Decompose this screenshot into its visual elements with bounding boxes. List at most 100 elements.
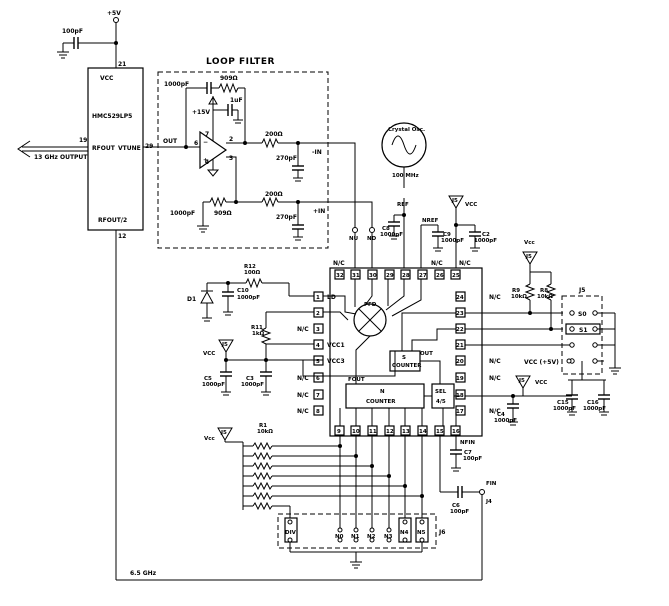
rfout2-label: RFOUT/2: [98, 217, 127, 224]
opamp-plus: +: [203, 157, 208, 164]
rf-output: 13 GHz OUTPUT: [17, 140, 88, 161]
c16-val: 1000pF: [583, 406, 606, 412]
pin-29: 29: [386, 273, 394, 279]
r11-val: 1kΩ: [252, 331, 264, 337]
pin-13: 13: [402, 429, 410, 435]
nc-right-17: N/C: [489, 408, 501, 415]
pin12-label: 12: [118, 233, 126, 240]
pin-31: 31: [352, 273, 360, 279]
c5-label: C5: [204, 376, 212, 382]
p5v-label: +5V: [107, 10, 121, 17]
pin-12: 12: [386, 429, 394, 435]
vcc-top-label: VCC: [465, 202, 477, 208]
pin-17: 17: [456, 409, 464, 415]
vco-supply: +5V 100pF 21: [57, 10, 126, 68]
nc-right-20: N/C: [489, 358, 501, 365]
pin-15: 15: [436, 429, 444, 435]
pin-32: 32: [336, 273, 344, 279]
cap-100pf-label: 100pF: [62, 28, 83, 35]
r909b-label: 909Ω: [214, 210, 232, 217]
r8-label: R8: [540, 288, 548, 294]
sel-label: SEL: [435, 389, 447, 395]
r200a-label: 200Ω: [265, 131, 283, 138]
pin-6: 6: [316, 376, 320, 382]
pin-8: 8: [316, 409, 320, 415]
j5-left-tag: J5: [221, 342, 228, 348]
c1uf-label: 1uF: [230, 97, 243, 104]
sel-ratio: 4/5: [436, 399, 446, 405]
r11-label: R11: [251, 325, 263, 331]
nu-label: NU: [349, 236, 358, 242]
c6-label: C6: [452, 503, 460, 509]
j6-n4: N4: [400, 530, 409, 536]
c8-val: 1000pF: [380, 232, 403, 238]
opamp-pin6: 6: [194, 140, 198, 147]
half-freq-line: 6.5 GHz: [115, 230, 483, 581]
j6-label: J6: [438, 529, 445, 536]
n-counter-1: N: [380, 389, 385, 395]
c2-val: 1000pF: [474, 238, 497, 244]
right-vcc-network: Vcc J5 R9 10kΩ R8 10kΩ: [465, 240, 572, 397]
plus-in-label: +IN: [313, 208, 325, 215]
c4-label: C4: [497, 412, 505, 418]
s-counter-2: COUNTER: [392, 363, 422, 369]
vco-part-label: HMC529LP5: [92, 113, 132, 120]
nu-nd-pins: NU ND: [328, 142, 377, 268]
nc-left-7: N/C: [297, 392, 309, 399]
ref-label: REF: [397, 202, 409, 208]
vcc1-label: VCC1: [327, 342, 345, 349]
rfout-label: RFOUT: [92, 145, 116, 152]
pin-5: 5: [316, 359, 320, 365]
vcc-left-supply: J5 VCC C5 1000pF C3 1000pF R11 1kΩ: [202, 311, 314, 396]
loop-out-label: OUT: [163, 138, 178, 145]
j4-label: J4: [485, 499, 492, 505]
pin-26: 26: [436, 273, 444, 279]
s1-label: S1: [579, 327, 588, 334]
opamp-pin3: 3: [229, 155, 233, 162]
freq-6-5ghz-label: 6.5 GHz: [130, 570, 157, 577]
c15-val: 1000pF: [553, 406, 576, 412]
n-counter-2: COUNTER: [366, 399, 396, 405]
vcc-r1-label: Vcc: [204, 436, 215, 442]
r12-val: 100Ω: [244, 270, 260, 276]
pin-2: 2: [316, 311, 320, 317]
j6-n0: N0: [335, 534, 344, 540]
vcc3-label: VCC3: [327, 358, 345, 365]
j6-div: DIV: [285, 530, 297, 536]
j5-header-label: J5: [578, 287, 585, 294]
c15-label: C15: [557, 400, 569, 406]
pin-1: 1: [316, 295, 320, 301]
c8-label: C8: [382, 226, 390, 232]
c9-label: C9: [443, 232, 451, 238]
p15v-label: +15V: [192, 109, 210, 116]
r200b-label: 200Ω: [265, 191, 283, 198]
c270a-label: 270pF: [276, 155, 297, 162]
r8-val: 10kΩ: [537, 294, 553, 300]
s-counter-1: S: [402, 355, 406, 361]
nc-right-24: N/C: [489, 294, 501, 301]
pin-23: 23: [456, 311, 464, 317]
pll-left-pins: 1 2 3 4 5 6 7 8 LD N/C VCC1 VCC3 N/C N/C…: [297, 291, 345, 416]
r12-label: R12: [244, 264, 256, 270]
nref-label: NREF: [422, 218, 439, 224]
nc-left-3: N/C: [297, 326, 309, 333]
c7-val: 100pF: [463, 456, 482, 462]
r909a-label: 909Ω: [220, 75, 238, 82]
c7-label: C7: [464, 450, 472, 456]
c3-val: 1000pF: [241, 382, 264, 388]
pll-right-pins: 24 23 22 21 20 19 18 17 N/C N/C N/C N/C: [455, 291, 501, 416]
c2-label: C2: [482, 232, 490, 238]
c6-val: 100pF: [450, 509, 469, 515]
opamp-pin4: 4: [205, 159, 209, 166]
nfin-fin-net: NFIN C7 100pF C6 100pF FIN J4: [439, 435, 497, 515]
pin-3: 3: [316, 327, 320, 333]
vcc-r-label-1: Vcc: [524, 240, 535, 246]
pin-4: 4: [316, 343, 320, 349]
pin-19: 19: [456, 376, 464, 382]
c16-label: C16: [587, 400, 599, 406]
j6-n1: N1: [351, 534, 360, 540]
s-out-label: OUT: [420, 351, 433, 357]
pin-24: 24: [456, 295, 464, 301]
pll-chip: 32 31 30 29 28 27 26 25 N/C N/C N/C 1 2 …: [297, 260, 501, 437]
